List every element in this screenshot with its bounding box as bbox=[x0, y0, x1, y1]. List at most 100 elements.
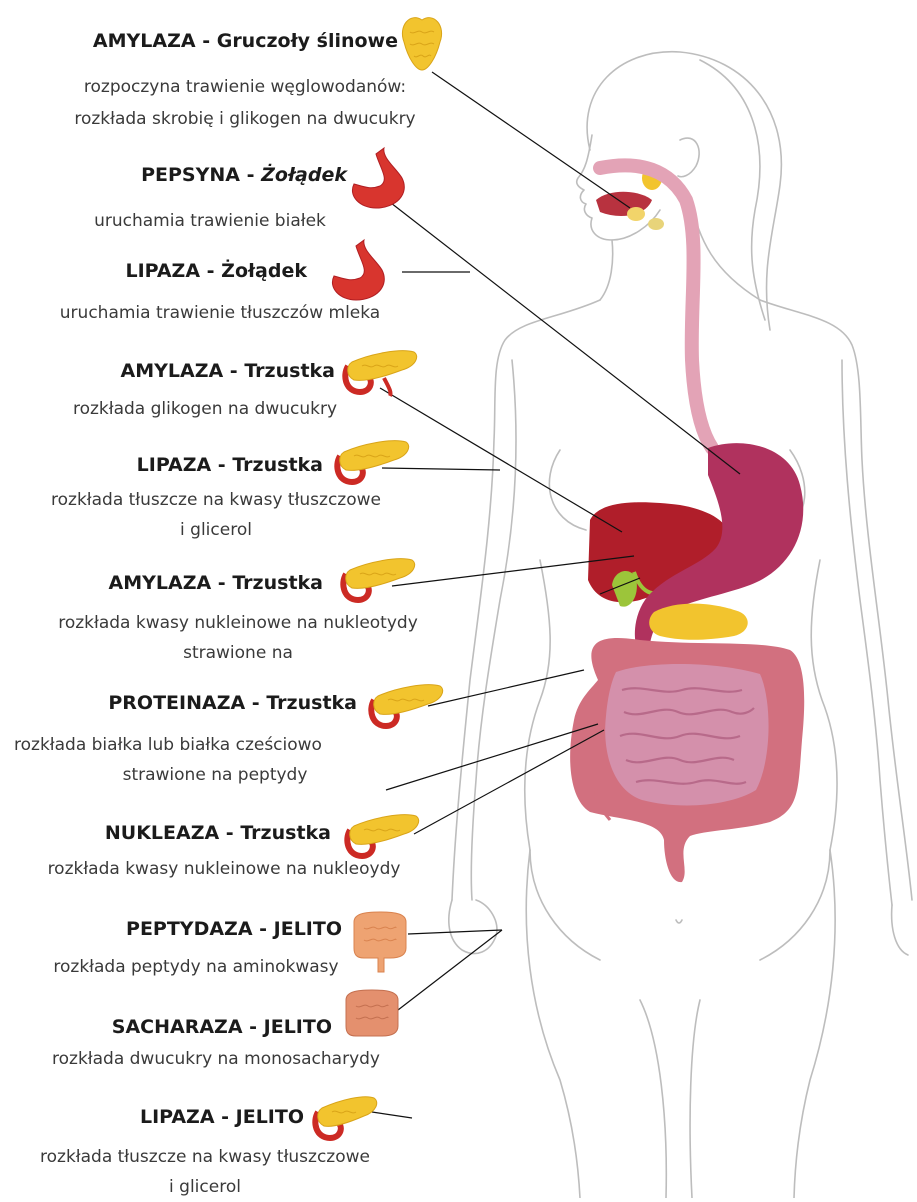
description-line: rozkłada glikogen na dwucukry bbox=[20, 394, 390, 424]
enzyme-title: LIPAZA - JELITO bbox=[140, 1106, 304, 1128]
enzyme-name: PEPSYNA bbox=[141, 164, 240, 186]
leader-line-10 bbox=[398, 930, 502, 1010]
enzyme-name: AMYLAZA bbox=[93, 30, 196, 52]
title-separator: - bbox=[219, 822, 240, 844]
description-line: rozkłada kwasy nukleinowe na nukleotydy bbox=[0, 608, 476, 638]
stomach-icon bbox=[332, 240, 384, 300]
pancreas-icon bbox=[343, 559, 414, 600]
enzyme-name: AMYLAZA bbox=[109, 572, 212, 594]
enzyme-name: PEPTYDAZA bbox=[126, 918, 253, 940]
breast-left bbox=[549, 450, 586, 530]
enzyme-title: PEPSYNA - Żołądek bbox=[141, 164, 347, 186]
enzyme-description: rozkłada glikogen na dwucukry bbox=[20, 394, 390, 424]
enzyme-name: LIPAZA bbox=[140, 1106, 215, 1128]
enzyme-name: NUKLEAZA bbox=[105, 822, 219, 844]
description-line: rozkłada białka lub białka cześciowo bbox=[0, 730, 430, 760]
enzyme-name: PROTEINAZA bbox=[108, 692, 245, 714]
enzyme-description: rozkłada kwasy nukleinowe na nukleoydy bbox=[0, 854, 448, 884]
description-line: strawione na peptydy bbox=[0, 760, 430, 790]
organ-name: Trzustka bbox=[232, 572, 323, 594]
leader-line-11 bbox=[372, 1112, 412, 1118]
leg-right-outer bbox=[794, 850, 835, 1198]
salivary-gland-head-3 bbox=[648, 218, 664, 230]
title-separator: - bbox=[196, 30, 217, 52]
salivary-gland-head-2 bbox=[627, 207, 645, 221]
title-separator: - bbox=[200, 260, 221, 282]
organ-name: Trzustka bbox=[232, 454, 323, 476]
hand-right bbox=[892, 905, 908, 955]
enzyme-title: LIPAZA - Żołądek bbox=[126, 260, 308, 282]
hair-strand bbox=[700, 60, 765, 320]
leg-left-outer bbox=[526, 850, 580, 1198]
pancreas-icon bbox=[315, 1097, 376, 1138]
description-line: rozkłada kwasy nukleinowe na nukleoydy bbox=[0, 854, 448, 884]
description-line: rozkłada dwucukry na monosacharydy bbox=[0, 1044, 432, 1074]
leg-inner-right bbox=[690, 1000, 700, 1198]
pancreas-icon bbox=[347, 815, 418, 856]
title-separator: - bbox=[223, 360, 244, 382]
title-separator: - bbox=[211, 572, 232, 594]
enzyme-title: SACHARAZA - JELITO bbox=[112, 1016, 332, 1038]
title-separator: - bbox=[211, 454, 232, 476]
enzyme-name: LIPAZA bbox=[137, 454, 212, 476]
leg-inner bbox=[640, 1000, 666, 1198]
organ-name: JELITO bbox=[264, 1016, 332, 1038]
description-line: i glicerol bbox=[0, 515, 432, 545]
leader-line-7 bbox=[428, 670, 584, 706]
neck-left bbox=[600, 240, 613, 300]
enzyme-description: rozkłada tłuszcze na kwasy tłuszczowe i … bbox=[0, 485, 432, 545]
description-line: rozkłada skrobię i glikogen na dwucukry bbox=[0, 104, 490, 134]
arm-right-inner bbox=[842, 360, 892, 905]
ear-outline bbox=[678, 138, 699, 177]
organ-name: Gruczoły ślinowe bbox=[217, 30, 398, 52]
enzyme-description: rozkłada kwasy nukleinowe na nukleotydy … bbox=[0, 608, 476, 668]
organ-name: JELITO bbox=[274, 918, 342, 940]
enzyme-description: rozkłada tłuszcze na kwasy tłuszczowe i … bbox=[0, 1142, 410, 1202]
waist-left bbox=[525, 560, 550, 850]
organ-name: JELITO bbox=[236, 1106, 304, 1128]
enzyme-title: AMYLAZA - Gruczoły ślinowe bbox=[93, 30, 398, 52]
organ-name: Trzustka bbox=[266, 692, 357, 714]
digestive-organs bbox=[570, 165, 804, 882]
description-line: uruchamia trawienie tłuszczów mleka bbox=[0, 298, 440, 328]
enzyme-title: AMYLAZA - Trzustka bbox=[121, 360, 335, 382]
enzyme-description: uruchamia trawienie tłuszczów mleka bbox=[0, 298, 440, 328]
title-separator: - bbox=[253, 918, 274, 940]
enzyme-name: AMYLAZA bbox=[121, 360, 224, 382]
organ-name: Żołądek bbox=[261, 164, 347, 186]
description-line: strawione na bbox=[0, 638, 476, 668]
enzyme-description: rozpoczyna trawienie węglowodanów: rozkł… bbox=[0, 72, 490, 134]
hand-left bbox=[449, 900, 497, 954]
enzyme-description: rozkłada peptydy na aminokwasy bbox=[0, 952, 392, 982]
enzyme-description: uruchamia trawienie białek bbox=[40, 206, 380, 236]
hip-left bbox=[530, 850, 600, 960]
title-separator: - bbox=[245, 692, 266, 714]
stomach-icon bbox=[352, 148, 404, 208]
title-separator: - bbox=[243, 1016, 264, 1038]
hip-right bbox=[760, 850, 830, 960]
description-line: uruchamia trawienie białek bbox=[40, 206, 380, 236]
enzyme-name: SACHARAZA bbox=[112, 1016, 243, 1038]
pancreas bbox=[649, 604, 748, 640]
enzyme-title: PEPTYDAZA - JELITO bbox=[126, 918, 342, 940]
description-line: rozpoczyna trawienie węglowodanów: bbox=[0, 72, 490, 102]
enzyme-name: LIPAZA bbox=[126, 260, 201, 282]
description-line: rozkłada tłuszcze na kwasy tłuszczowe bbox=[0, 1142, 410, 1172]
navel bbox=[676, 920, 682, 923]
leader-line-5 bbox=[382, 468, 500, 470]
waist-right bbox=[811, 560, 837, 850]
title-separator: - bbox=[240, 164, 261, 186]
enzyme-description: rozkłada białka lub białka cześciowo str… bbox=[0, 730, 430, 790]
pancreas-icon bbox=[337, 441, 408, 482]
title-separator: - bbox=[215, 1106, 236, 1128]
enzyme-description: rozkłada dwucukry na monosacharydy bbox=[0, 1044, 432, 1074]
organ-name: Żołądek bbox=[221, 260, 307, 282]
description-line: rozkłada tłuszcze na kwasy tłuszczowe bbox=[0, 485, 432, 515]
intestine-icon bbox=[346, 990, 398, 1036]
enzyme-title: NUKLEAZA - Trzustka bbox=[105, 822, 331, 844]
enzyme-title: AMYLAZA - Trzustka bbox=[109, 572, 323, 594]
description-line: rozkłada peptydy na aminokwasy bbox=[0, 952, 392, 982]
salivary-gland-icon bbox=[402, 18, 441, 70]
leader-line-9 bbox=[408, 930, 502, 934]
enzyme-title: PROTEINAZA - Trzustka bbox=[108, 692, 357, 714]
